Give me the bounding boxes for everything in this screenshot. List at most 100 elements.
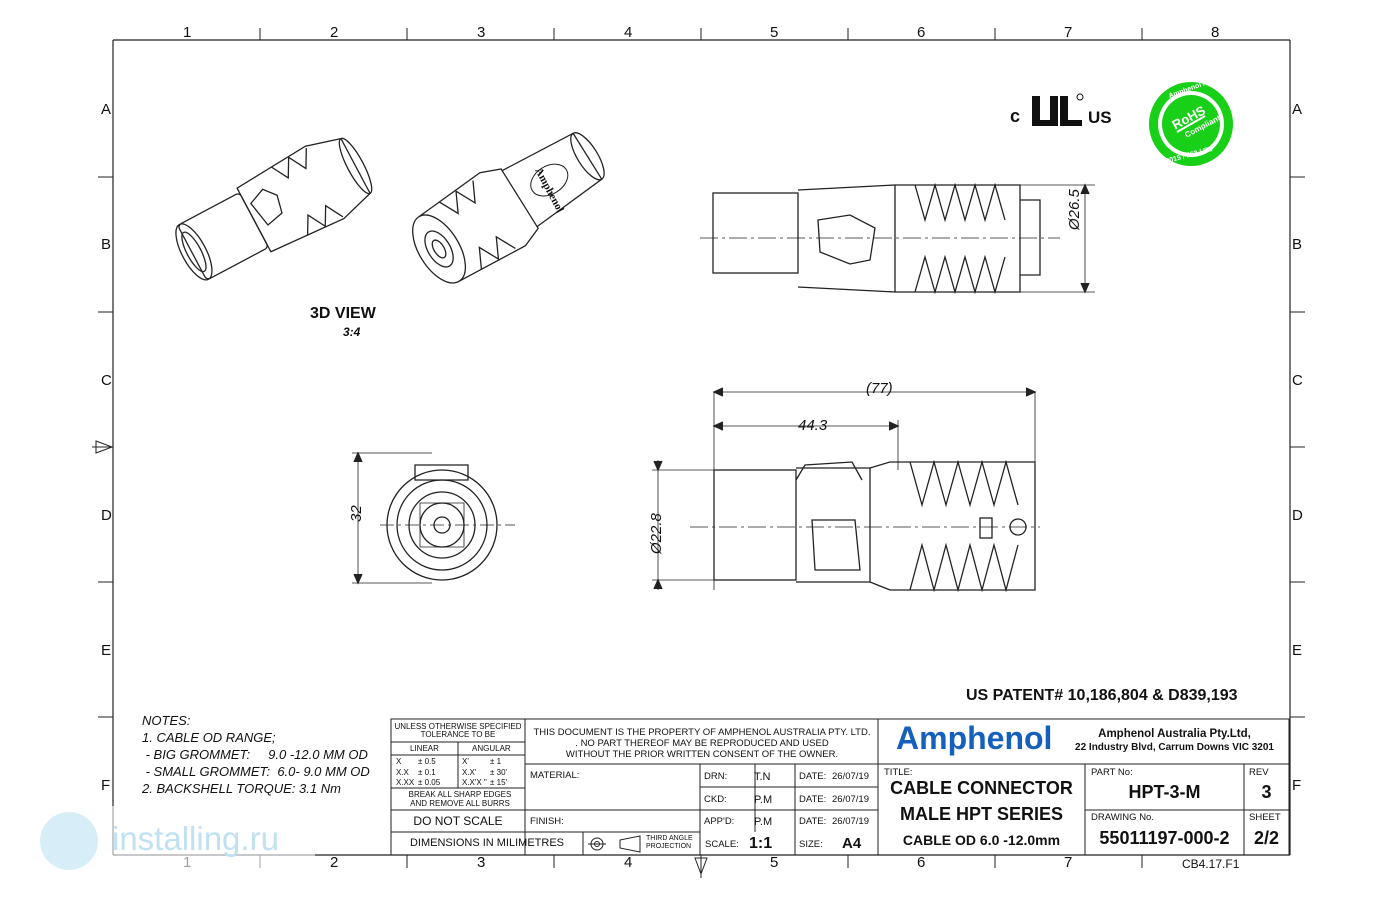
rev-label: REV	[1249, 767, 1269, 778]
ul-listing-mark: c US	[1010, 88, 1112, 132]
watermark-logo-icon	[40, 812, 98, 870]
tol-r1-c4: ± 1	[490, 757, 502, 766]
watermark-text: installing.ru	[112, 820, 279, 857]
3d-view-scale: 3:4	[343, 325, 361, 339]
zone-col-1: 1	[183, 24, 192, 41]
zone-col-6: 6	[917, 24, 926, 41]
burrs-note: BREAK ALL SHARP EDGES AND REMOVE ALL BUR…	[408, 790, 512, 808]
side-view-drawing	[700, 182, 1095, 295]
note-line-2: - BIG GROMMET: 9.0 -12.0 MM OD	[142, 747, 368, 762]
tol-r2-c2: ± 0.1	[418, 768, 436, 777]
zone-row-f: F	[101, 777, 111, 794]
appd-label: APP'D:	[704, 816, 735, 827]
dim-length-77: (77)	[866, 380, 893, 397]
size-label: SIZE:	[799, 839, 823, 850]
do-not-scale: DO NOT SCALE	[413, 814, 503, 828]
tol-r2-c3: X.X'	[462, 768, 477, 777]
finish-label: FINISH:	[530, 816, 564, 827]
appd-date-label: DATE:	[799, 816, 827, 827]
tol-r2-c4: ± 30'	[490, 768, 508, 777]
3d-view-drawing: Amphenol	[175, 132, 605, 284]
front-view-drawing	[652, 387, 1040, 593]
zone-col-4-bottom: 4	[624, 854, 633, 871]
patent-text: US PATENT# 10,186,804 & D839,193	[966, 687, 1238, 704]
rohs-compliance-seal: RoHS Compliant Amphenol Australia 2015 /…	[1143, 71, 1239, 168]
notes-header: NOTES:	[142, 713, 191, 728]
zone-col-6-bottom: 6	[917, 854, 926, 871]
dimensions-unit: DIMENSIONS IN MILIMETRES	[409, 837, 565, 849]
title-line-2: MALE HPT SERIES	[899, 804, 1064, 824]
notice-line-3: WITHOUT THE PRIOR WRITTEN CONSENT OF THE…	[565, 749, 839, 760]
tolerance-header: UNLESS OTHERWISE SPECIFIED TOLERANCE TO …	[394, 722, 522, 739]
watermark: installing.ru	[20, 806, 315, 878]
ckd-initials: P.M	[754, 794, 773, 806]
zone-row-a: A	[101, 101, 112, 118]
zone-col-3-bottom: 3	[477, 854, 486, 871]
tol-r1-c2: ± 0.5	[418, 757, 436, 766]
size-value: A4	[842, 835, 862, 852]
title-line-3: CABLE OD 6.0 -12.0mm	[902, 832, 1061, 848]
part-no: HPT-3-M	[1128, 782, 1201, 802]
note-line-1: 1. CABLE OD RANGE;	[142, 730, 276, 745]
zone-col-7-bottom: 7	[1064, 854, 1073, 871]
zone-row-b: B	[101, 236, 112, 253]
ckd-date: 26/07/19	[832, 794, 869, 805]
drawing-no-label: DRAWING No.	[1091, 812, 1154, 823]
rev-value: 3	[1261, 782, 1272, 802]
projection-label: THIRD ANGLE PROJECTION	[646, 835, 693, 850]
zone-col-8: 8	[1211, 24, 1220, 41]
zone-row-e: E	[101, 642, 112, 659]
zone-row-e-right: E	[1292, 642, 1303, 659]
note-line-4: 2. BACKSHELL TORQUE: 3.1 Nm	[142, 781, 341, 796]
zone-col-2-bottom: 2	[330, 854, 339, 871]
zone-col-3: 3	[477, 24, 486, 41]
note-line-3: - SMALL GROMMET: 6.0- 9.0 MM OD	[142, 764, 370, 779]
tol-r3-c1: X.XX	[396, 778, 415, 787]
zone-col-5: 5	[770, 24, 779, 41]
sheet-label: SHEET	[1249, 812, 1281, 823]
zone-col-4: 4	[624, 24, 633, 41]
ckd-date-label: DATE:	[799, 794, 827, 805]
notice-line-1: THIS DOCUMENT IS THE PROPERTY OF AMPHENO…	[533, 727, 871, 738]
drn-label: DRN:	[704, 771, 728, 782]
ul-us-text: US	[1088, 108, 1112, 127]
zone-row-f-right: F	[1292, 777, 1302, 794]
amphenol-logo: Amphenol	[896, 720, 1053, 756]
zone-col-2: 2	[330, 24, 339, 41]
tolerance-angular: ANGULAR	[472, 744, 511, 753]
ckd-label: CKD:	[704, 794, 727, 805]
drn-date-label: DATE:	[799, 771, 827, 782]
tolerance-linear: LINEAR	[410, 744, 439, 753]
company-address: 22 Industry Blvd, Carrum Downs VIC 3201	[1075, 742, 1274, 753]
zone-row-d: D	[101, 507, 112, 524]
company-name: Amphenol Australia Pty.Ltd,	[1098, 728, 1251, 740]
drn-initials: T.N	[754, 771, 771, 783]
tol-r1-c3: X'	[462, 757, 469, 766]
title-label: TITLE:	[884, 767, 913, 778]
zone-row-a-right: A	[1292, 101, 1303, 118]
end-view-drawing	[352, 451, 515, 585]
scale-label: SCALE:	[705, 839, 739, 850]
material-label: MATERIAL:	[530, 770, 580, 781]
tol-r2-c1: X.X	[396, 768, 409, 777]
zone-row-c: C	[101, 372, 112, 389]
appd-date: 26/07/19	[832, 816, 869, 827]
drn-date: 26/07/19	[832, 771, 869, 782]
zone-row-d-right: D	[1292, 507, 1303, 524]
notice-line-2: . NO PART THEREOF MAY BE REPRODUCED AND …	[575, 738, 829, 749]
tol-r3-c3: X.X'X "	[462, 778, 487, 787]
zone-row-c-right: C	[1292, 372, 1303, 389]
ul-c-text: c	[1010, 106, 1021, 126]
appd-initials: P.M	[754, 816, 773, 828]
dim-length-44-3: 44.3	[798, 417, 828, 434]
form-code: CB4.17.F1	[1182, 857, 1240, 871]
tol-r1-c1: X	[396, 757, 402, 766]
zone-col-7: 7	[1064, 24, 1073, 41]
3d-view-title: 3D VIEW	[310, 305, 376, 322]
drawing-no: 55011197-000-2	[1099, 828, 1230, 848]
title-line-1: CABLE CONNECTOR	[890, 778, 1073, 798]
tol-r3-c4: ± 15'	[490, 778, 508, 787]
zone-col-5-bottom: 5	[770, 854, 779, 871]
